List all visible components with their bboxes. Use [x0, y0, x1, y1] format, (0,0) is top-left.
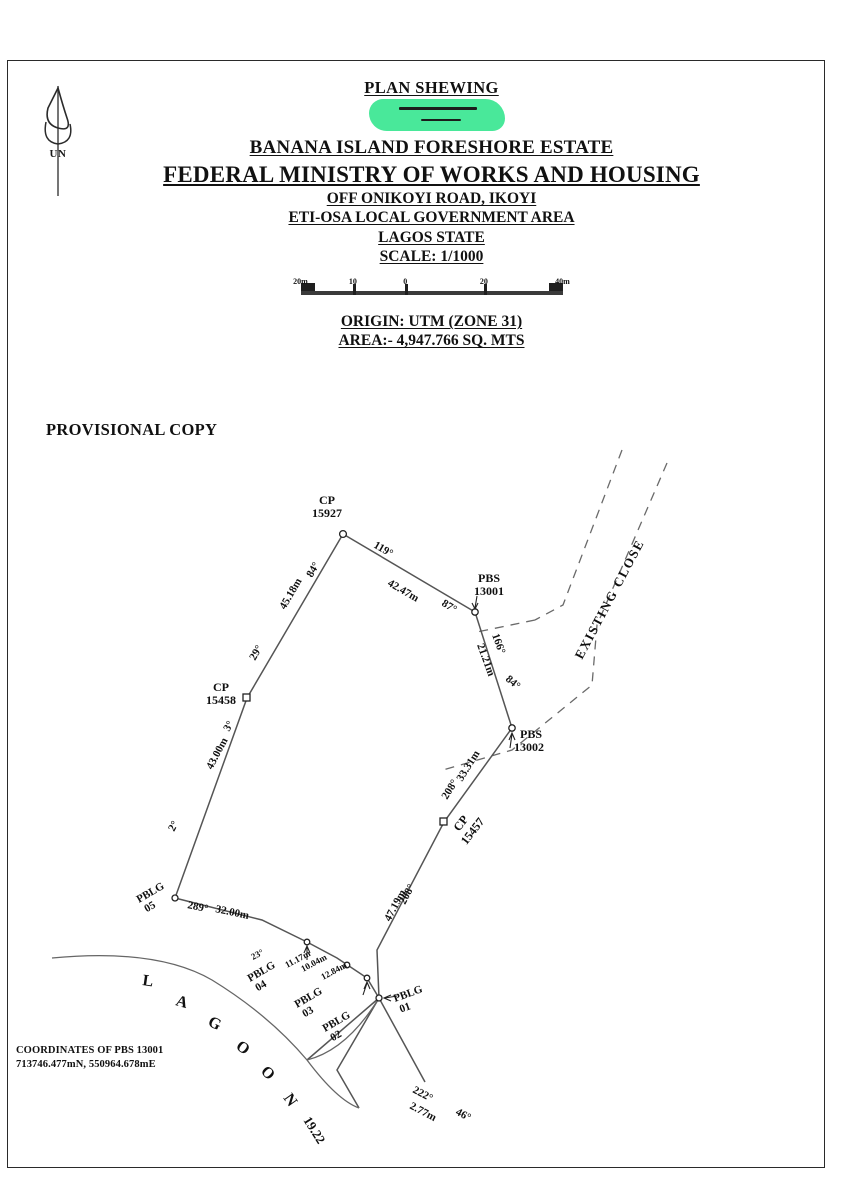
existing-close-road — [442, 449, 668, 771]
coordinates-note: COORDINATES OF PBS 13001 713746.477mN, 5… — [16, 1044, 163, 1072]
svg-text:O: O — [257, 1063, 278, 1084]
plan-sheet-border — [7, 60, 825, 1168]
marker-pblg-03 — [343, 961, 351, 969]
north-arrow-label: UN — [49, 148, 67, 160]
title-origin: ORIGIN: UTM (ZONE 31) — [340, 313, 523, 331]
label-pblg-01-number: 01 — [398, 1000, 412, 1015]
scale-bar-tick-label: 0 — [403, 277, 408, 286]
title-plan-shewing: PLAN SHEWING — [364, 78, 499, 97]
label-cp-15927-name: CP — [319, 493, 335, 507]
bearing-leg-pblg04-chain: 23° — [249, 947, 265, 962]
scale-bar-tick — [352, 284, 356, 295]
bearing-leg-pblg01-east: 46° — [454, 1106, 473, 1124]
marker-pblg-05 — [171, 894, 179, 902]
scale-bar-tick — [548, 283, 563, 291]
coordinates-note-value: 713746.477mN, 550964.678mE — [16, 1059, 156, 1071]
svg-text:G: G — [205, 1013, 224, 1034]
title-scale: SCALE: 1/1000 — [379, 247, 484, 265]
label-pbs-13002-name: PBS — [520, 727, 542, 741]
title-ministry: FEDERAL MINISTRY OF WORKS AND HOUSING — [163, 161, 700, 187]
svg-text:O: O — [233, 1037, 253, 1058]
bearing-leg-pbs13001-pbs13002: 166° — [489, 632, 507, 656]
scale-bar-tick-label: 20 — [479, 277, 488, 286]
survey-drawing: EXISTING CLOSE L A G O O N 19.22 — [7, 60, 825, 1168]
marker-cp-15927 — [338, 529, 348, 539]
svg-text:A: A — [174, 993, 190, 1013]
marker-cp-15458 — [242, 693, 251, 702]
scale-bar-tick-label: 20m — [293, 277, 308, 286]
bearing-leg-cp15927-pbs13001: 119° — [372, 539, 396, 560]
title-area: AREA:- 4,947.766 SQ. MTS — [338, 332, 525, 350]
bearing-leg-to-pblg05: 2° — [166, 819, 181, 833]
distance-leg-cp15927-pbs13001: 42.47m — [386, 577, 421, 604]
scale-bar-tick — [405, 284, 409, 295]
label-cp-15458-name: CP — [213, 680, 229, 694]
svg-text:L: L — [141, 972, 154, 990]
label-pbs-13001-name: PBS — [478, 571, 500, 585]
distance-leg-pblg01-south: 2.77m — [408, 1100, 439, 1124]
north-arrow: UN — [36, 78, 80, 198]
bearing-leg-cp15927-cp15458: 84° — [304, 560, 322, 579]
label-existing-close: EXISTING CLOSE — [571, 537, 647, 662]
scale-bar-tick — [300, 283, 315, 291]
svg-text:N: N — [280, 1091, 301, 1111]
marker-pbs-13002 — [508, 724, 516, 732]
distance-leg-pbs13002-cp15457: 33.31m — [454, 748, 482, 783]
label-cp-15458-number: 15458 — [206, 693, 236, 707]
label-cp-15927-number: 15927 — [312, 506, 342, 520]
leader-arrows — [303, 595, 516, 1002]
marker-pblg-04 — [303, 938, 311, 946]
marker-cp-15457 — [439, 817, 448, 826]
green-highlight-redaction — [369, 99, 505, 131]
scale-bar-tick — [483, 284, 487, 295]
lagoon-shoreline — [51, 954, 380, 1109]
title-estate: BANANA ISLAND FORESHORE ESTATE — [249, 137, 614, 159]
marker-pblg-02 — [363, 974, 371, 982]
title-block: PLAN SHEWING BANANA ISLAND FORESHORE EST… — [0, 78, 863, 351]
provisional-copy-stamp: PROVISIONAL COPY — [46, 420, 218, 439]
bearing-leg-cp15458-upper: 29° — [247, 643, 265, 662]
redacted-text-marks — [395, 103, 487, 125]
title-lga: ETI-OSA LOCAL GOVERNMENT AREA — [288, 209, 575, 227]
bearing-leg-pbs13002-cp15457: 208° — [439, 778, 460, 802]
scale-bar-line — [300, 291, 563, 295]
distance-leg-pblg05-pblg04: 32.00m — [214, 903, 250, 922]
title-road: OFF ONIKOYI ROAD, IKOYI — [326, 190, 537, 207]
bearing-leg-pblg05-pblg04: 289° — [186, 899, 209, 915]
scale-bar: 20m 10 0 20 40m — [0, 277, 863, 303]
bearing-leg-pbs13002-offset: 84° — [503, 673, 523, 692]
label-pbs-13002-number: 13002 — [514, 740, 544, 754]
marker-pblg-01 — [375, 994, 383, 1002]
title-state: LAGOS STATE — [378, 228, 485, 246]
label-pbs-13001-number: 13001 — [474, 584, 504, 598]
scale-bar-tick-label: 40m — [555, 277, 570, 286]
svg-text:19.22: 19.22 — [300, 1114, 328, 1147]
scale-bar-tick-label: 10 — [348, 277, 357, 286]
coordinates-note-heading: COORDINATES OF PBS 13001 — [16, 1045, 164, 1056]
